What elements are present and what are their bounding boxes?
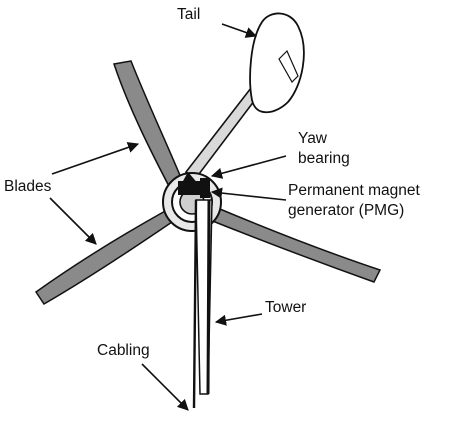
tail-fin (249, 12, 305, 114)
tail-arrow (221, 23, 258, 38)
blade-right (204, 202, 382, 283)
pmg-label-line1: Permanent magnet (288, 182, 420, 199)
blades-arrow-lower (49, 197, 97, 245)
cabling-label: Cabling (97, 342, 150, 359)
tower (195, 199, 213, 395)
cabling (192, 199, 198, 409)
cabling-arrow (141, 363, 189, 411)
yaw-bearing-arrow (210, 155, 287, 179)
blades (34, 60, 382, 306)
blades-arrow-upper (51, 142, 140, 175)
pmg-label-line2: generator (PMG) (288, 202, 405, 219)
yaw-bearing-label-line1: Yaw (298, 130, 328, 147)
blades-label: Blades (4, 178, 52, 195)
blade-upper (113, 60, 185, 194)
yaw-bearing-label-line2: bearing (298, 150, 350, 167)
blade-lower-left (34, 208, 173, 306)
tower-label: Tower (265, 299, 307, 316)
tower-arrow (214, 313, 263, 326)
generator (178, 172, 210, 198)
pmg-arrow (210, 187, 287, 201)
tail-label: Tail (177, 6, 201, 23)
